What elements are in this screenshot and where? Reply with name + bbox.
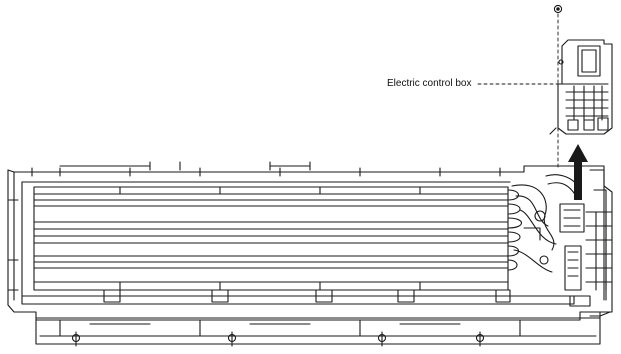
screw-icon	[553, 4, 563, 14]
refrigerant-piping	[507, 174, 581, 273]
evaporator-coil	[33, 186, 509, 291]
bottom-louver-tray	[21, 289, 611, 347]
electric-control-box-label: Electric control box	[387, 78, 472, 89]
removal-arrow-icon	[568, 144, 588, 200]
right-end-cap	[559, 169, 613, 307]
electric-control-box	[549, 39, 613, 135]
callout-leader-lines	[477, 13, 571, 169]
unit-chassis	[7, 161, 613, 321]
